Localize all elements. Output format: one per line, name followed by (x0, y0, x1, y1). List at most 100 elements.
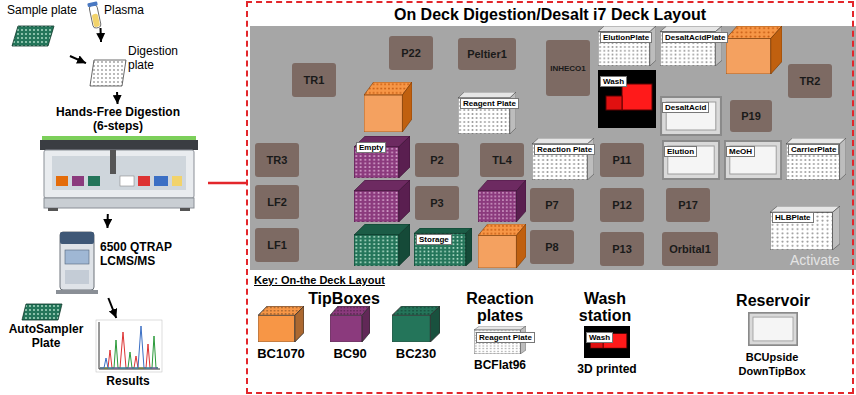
labware: DesaltAcid (660, 96, 722, 136)
node-text: HLBPlate (772, 212, 814, 223)
node-text: TR3 (267, 151, 288, 170)
plasma-tube (87, 1, 102, 29)
chromatogram-part (100, 332, 158, 368)
labware: Elution (662, 140, 720, 180)
key-heading: Key: On-the Deck Layout (254, 274, 454, 287)
node-text: DesaltAcid (662, 102, 709, 113)
labware-icons-part (414, 228, 472, 266)
labware-icons-part (354, 224, 410, 266)
chromatogram-part (100, 326, 158, 368)
node-text: P11 (613, 151, 632, 170)
node-text: P13 (612, 240, 632, 259)
node-text: P2 (430, 151, 443, 170)
chromatogram (96, 320, 162, 372)
labware-icons-part (770, 206, 840, 250)
mass-spectrometer-part (60, 232, 94, 290)
plasma-tube-part (87, 1, 98, 7)
deck-position: P8 (530, 230, 574, 264)
node-text: P12 (612, 196, 632, 215)
labware-icons-part (598, 70, 656, 128)
deck-position: TR2 (788, 64, 832, 98)
node-text: MeOH (726, 146, 755, 157)
node-text: Plasma (104, 3, 154, 17)
tipbox-swatch (392, 306, 440, 342)
robot-illustration-part (52, 156, 186, 190)
key-icons-part (749, 313, 797, 345)
tipbox-face (330, 315, 362, 342)
node-text: TR2 (800, 72, 821, 91)
node-text: TL4 (492, 151, 512, 170)
tipbox-face (295, 306, 304, 342)
plasma-tube-part (92, 13, 101, 27)
deck-position: LF2 (255, 185, 299, 219)
labware-icons (354, 26, 846, 268)
node-text: Peltier1 (467, 45, 507, 64)
labware: Empty (354, 136, 410, 178)
labware-icons-part (726, 26, 782, 74)
deck-position: P2 (415, 143, 459, 177)
chromatogram-part (96, 320, 162, 372)
labware: DesaltAcidPlate (660, 26, 731, 66)
robot-illustration-part (172, 176, 182, 186)
sample-plate-icon (12, 26, 54, 46)
node-text: LF2 (267, 193, 287, 212)
node-text: Orbital1 (669, 240, 711, 259)
labware-icons-part (354, 180, 410, 222)
legend-text: BCUpside DownTipBox (730, 350, 814, 378)
digestion-plate-icon (90, 60, 126, 86)
labware-icons-part (364, 82, 412, 132)
labware-icons-part (661, 97, 721, 135)
legend-text: BCFlat96 (460, 358, 540, 372)
deck-position: Peltier1 (458, 38, 516, 70)
robot-illustration (40, 136, 198, 211)
mass-spectrometer-part (56, 290, 98, 294)
flow-arrow (100, 28, 103, 42)
tipbox-face (362, 306, 370, 342)
node-text: DesaltAcidPlate (662, 32, 728, 43)
labware-icons-part (663, 141, 719, 179)
deck-ground (250, 26, 856, 270)
node-text: TR1 (304, 71, 325, 90)
workflow-step: Sample plate (6, 2, 78, 56)
node-text: P7 (545, 196, 558, 215)
key-title: TipBoxes (296, 290, 392, 307)
key-icons-part (584, 326, 630, 358)
node-text: CarrierPlate (788, 144, 839, 155)
deck-position: TR1 (292, 63, 336, 97)
key-title: Wash station (566, 290, 644, 324)
labware: HLBPlate (770, 206, 840, 250)
labware-icons-part (598, 26, 656, 66)
deck-position: Orbital1 (662, 232, 718, 266)
robot-illustration-part (44, 198, 194, 208)
flow-arrow (116, 92, 119, 104)
deck-panel: On Deck Digestion/Desalt i7 Deck LayoutT… (246, 1, 854, 394)
node-text: P3 (430, 194, 443, 213)
node-text: P22 (401, 44, 421, 63)
node-text: Digestion plate (128, 44, 186, 72)
robot-illustration-part (42, 136, 196, 140)
node-text: Empty (356, 142, 386, 153)
labware-icons-part (786, 138, 846, 180)
labware-icons-part (478, 180, 526, 222)
node-text: Reagent Plate (460, 98, 519, 109)
labware-icons-part (354, 136, 410, 178)
robot-illustration-part (88, 176, 100, 186)
robot-illustration-part (154, 176, 168, 186)
tipbox-swatch (330, 306, 370, 342)
flow-arrow (70, 56, 86, 63)
legend-text: BC230 (384, 346, 448, 361)
workflow-step: Plasma (86, 2, 156, 28)
node-text: Elution (664, 146, 697, 157)
tipbox-face (430, 306, 440, 342)
deck-position: P22 (389, 36, 433, 70)
autosampler-plate-icon-part (22, 304, 62, 320)
node-text: Wash (600, 76, 627, 87)
deck-position: P13 (600, 232, 644, 266)
robot-illustration-part (72, 176, 84, 186)
labware: Reagent Plate (458, 92, 521, 134)
mass-spectrometer (56, 232, 98, 294)
deck-position: P7 (530, 188, 574, 222)
node-text: P19 (741, 107, 761, 126)
robot-illustration-part (120, 176, 134, 186)
node-text: Reaction Plate (534, 144, 595, 155)
